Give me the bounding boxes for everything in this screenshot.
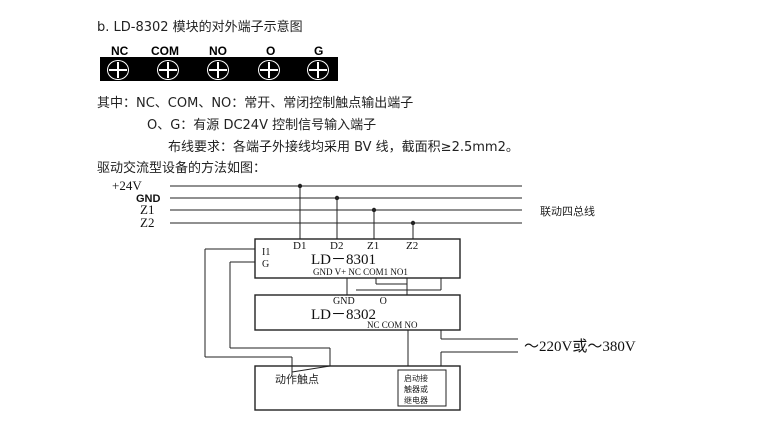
- bus-caption: 联动四总线: [540, 204, 595, 218]
- bus-label-z1: Z1: [140, 202, 154, 217]
- starter-line-2: 触器或: [404, 384, 428, 394]
- ld8301-pin-z1: Z1: [367, 240, 379, 252]
- terminal-label-no: NO: [209, 44, 227, 58]
- ld8301-pin-d1: D1: [293, 240, 306, 252]
- terminal-label-nc: NC: [111, 44, 129, 58]
- bus-drops: [297, 183, 416, 239]
- bus-label-gnd: GND: [136, 193, 161, 205]
- screw-terminal-icon: [258, 60, 280, 80]
- bus-label-24v: +24V: [112, 178, 142, 193]
- power-wires: [407, 330, 518, 366]
- screw-terminal-icon: [157, 60, 179, 80]
- note-input-terminals: O、G：有源 DC24V 控制信号输入端子: [147, 118, 377, 133]
- bus-lines: [170, 185, 522, 224]
- ld8301-module: [254, 238, 461, 279]
- starter-line-1: 启动接: [404, 373, 428, 383]
- note-wiring-requirement: 布线要求：各端子外接线均采用 BV 线，截面积≥2.5mm2。: [168, 140, 519, 155]
- bus-label-z2: Z2: [140, 215, 154, 230]
- ld8301-pin-d2: D2: [330, 240, 343, 252]
- ld8302-top-pins: GND O: [333, 296, 387, 307]
- action-contact-wires: [204, 248, 331, 375]
- starter-line-3: 继电器: [404, 395, 428, 405]
- note-drive-method: 驱动交流型设备的方法如图：: [97, 161, 267, 176]
- note-output-terminals: 其中：NC、COM、NO：常开、常闭控制触点输出端子: [97, 96, 414, 111]
- module-links: [346, 278, 442, 295]
- ld8301-name: LD－8301: [311, 252, 376, 268]
- terminal-label-g: G: [314, 44, 324, 58]
- terminal-label-o: O: [266, 44, 276, 58]
- page-heading: b. LD-8302 模块的对外端子示意图: [97, 20, 303, 35]
- ld8301-bottom-pins: GND V+ NC COM1 NO1: [313, 267, 408, 277]
- ld8302-bottom-pins: NC COM NO: [367, 320, 418, 330]
- screw-terminal-icon: [307, 60, 329, 80]
- action-contact-label: 动作触点: [275, 372, 319, 386]
- ld8302-module: [254, 294, 461, 331]
- screw-terminal-icon: [107, 60, 129, 80]
- ld8301-pin-z2: Z2: [406, 240, 418, 252]
- terminal-label-com: COM: [151, 44, 179, 58]
- driven-device-box: [254, 365, 461, 411]
- power-supply-label: ～220V或～380V: [524, 338, 636, 355]
- starter-relay-box: [397, 369, 447, 407]
- ld8302-name: LD－8302: [311, 307, 376, 323]
- screw-terminal-icon: [207, 60, 229, 80]
